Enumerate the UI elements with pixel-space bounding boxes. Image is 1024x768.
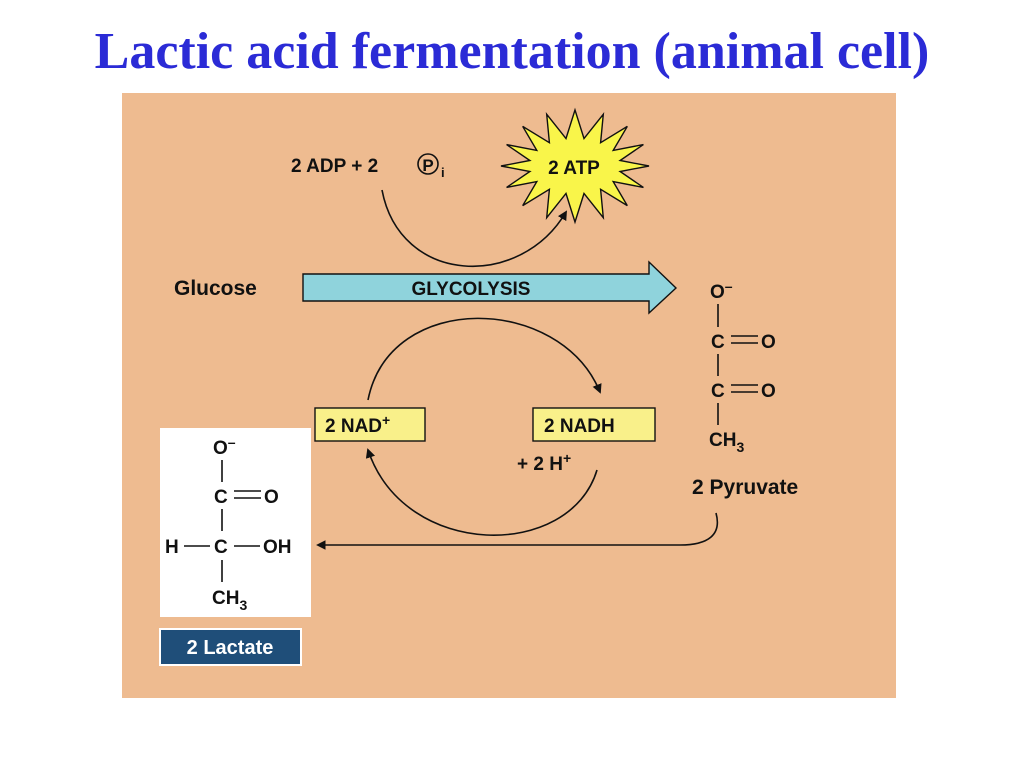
pyruvate-to-lactate-arrow [316, 512, 719, 550]
lactate-label-badge: 2 Lactate [159, 628, 302, 666]
lactate-structure-box [160, 428, 311, 617]
svg-text:2 NAD+: 2 NAD+ [325, 412, 390, 437]
nad-to-nadh-arrow [367, 317, 602, 401]
glucose-label: Glucose [174, 277, 257, 300]
lactate-oxygen: O [264, 487, 279, 508]
lactate-o-minus: O [213, 438, 228, 459]
atp-label: 2 ATP [548, 158, 600, 179]
pyruvate-o-minus: O [710, 282, 725, 303]
nadh-to-nad-arrow [365, 448, 598, 536]
lactate-hydroxyl: OH [263, 537, 292, 558]
atp-starburst: 2 ATP [500, 107, 650, 225]
pyruvate-oxygen-2: O [761, 381, 776, 402]
starburst-icon [500, 107, 650, 225]
pyruvate-ch3: CH [709, 430, 736, 451]
svg-text:O–: O– [213, 434, 236, 459]
lactate-label: 2 Lactate [187, 637, 274, 659]
lactate-carbon-2: C [214, 537, 228, 558]
svg-text:CH3: CH3 [709, 430, 744, 455]
nadh-label: 2 NADH [544, 416, 615, 437]
nadh-box: 2 NADH [532, 407, 656, 442]
adp-text: 2 ADP + 2 [291, 156, 378, 177]
glycolysis-arrow [302, 260, 678, 315]
phosphate-circle [417, 153, 439, 175]
phosphate-subscript: i [441, 165, 445, 180]
nad-main: 2 NAD [325, 416, 382, 437]
lactate-ch3: CH [212, 588, 239, 609]
pyruvate-structure: O– C O C O CH3 2 Pyruvate [692, 278, 798, 499]
glycolysis-label: GLYCOLYSIS [412, 279, 531, 300]
nad-superscript: + [382, 412, 390, 428]
lactate-structure: O– C O H C OH CH3 [160, 428, 311, 617]
phosphate-letter: P [422, 156, 433, 175]
adp-pi-inputs: 2 ADP + 2 P i [291, 153, 445, 180]
hydrogen-ion-label: + 2 H+ [517, 450, 571, 475]
lactate-carbon-1: C [214, 487, 228, 508]
slide-title: Lactic acid fermentation (animal cell) [94, 23, 930, 80]
nad-box: 2 NAD+ [314, 407, 426, 442]
pyruvate-label: 2 Pyruvate [692, 476, 798, 499]
pyruvate-carbon-2: C [711, 381, 725, 402]
svg-text:O–: O– [710, 278, 733, 303]
lactate-hydrogen: H [165, 537, 179, 558]
svg-text:CH3: CH3 [212, 588, 247, 613]
pyruvate-carbon-1: C [711, 332, 725, 353]
pyruvate-oxygen-1: O [761, 332, 776, 353]
atp-formation-arrow [381, 189, 567, 268]
